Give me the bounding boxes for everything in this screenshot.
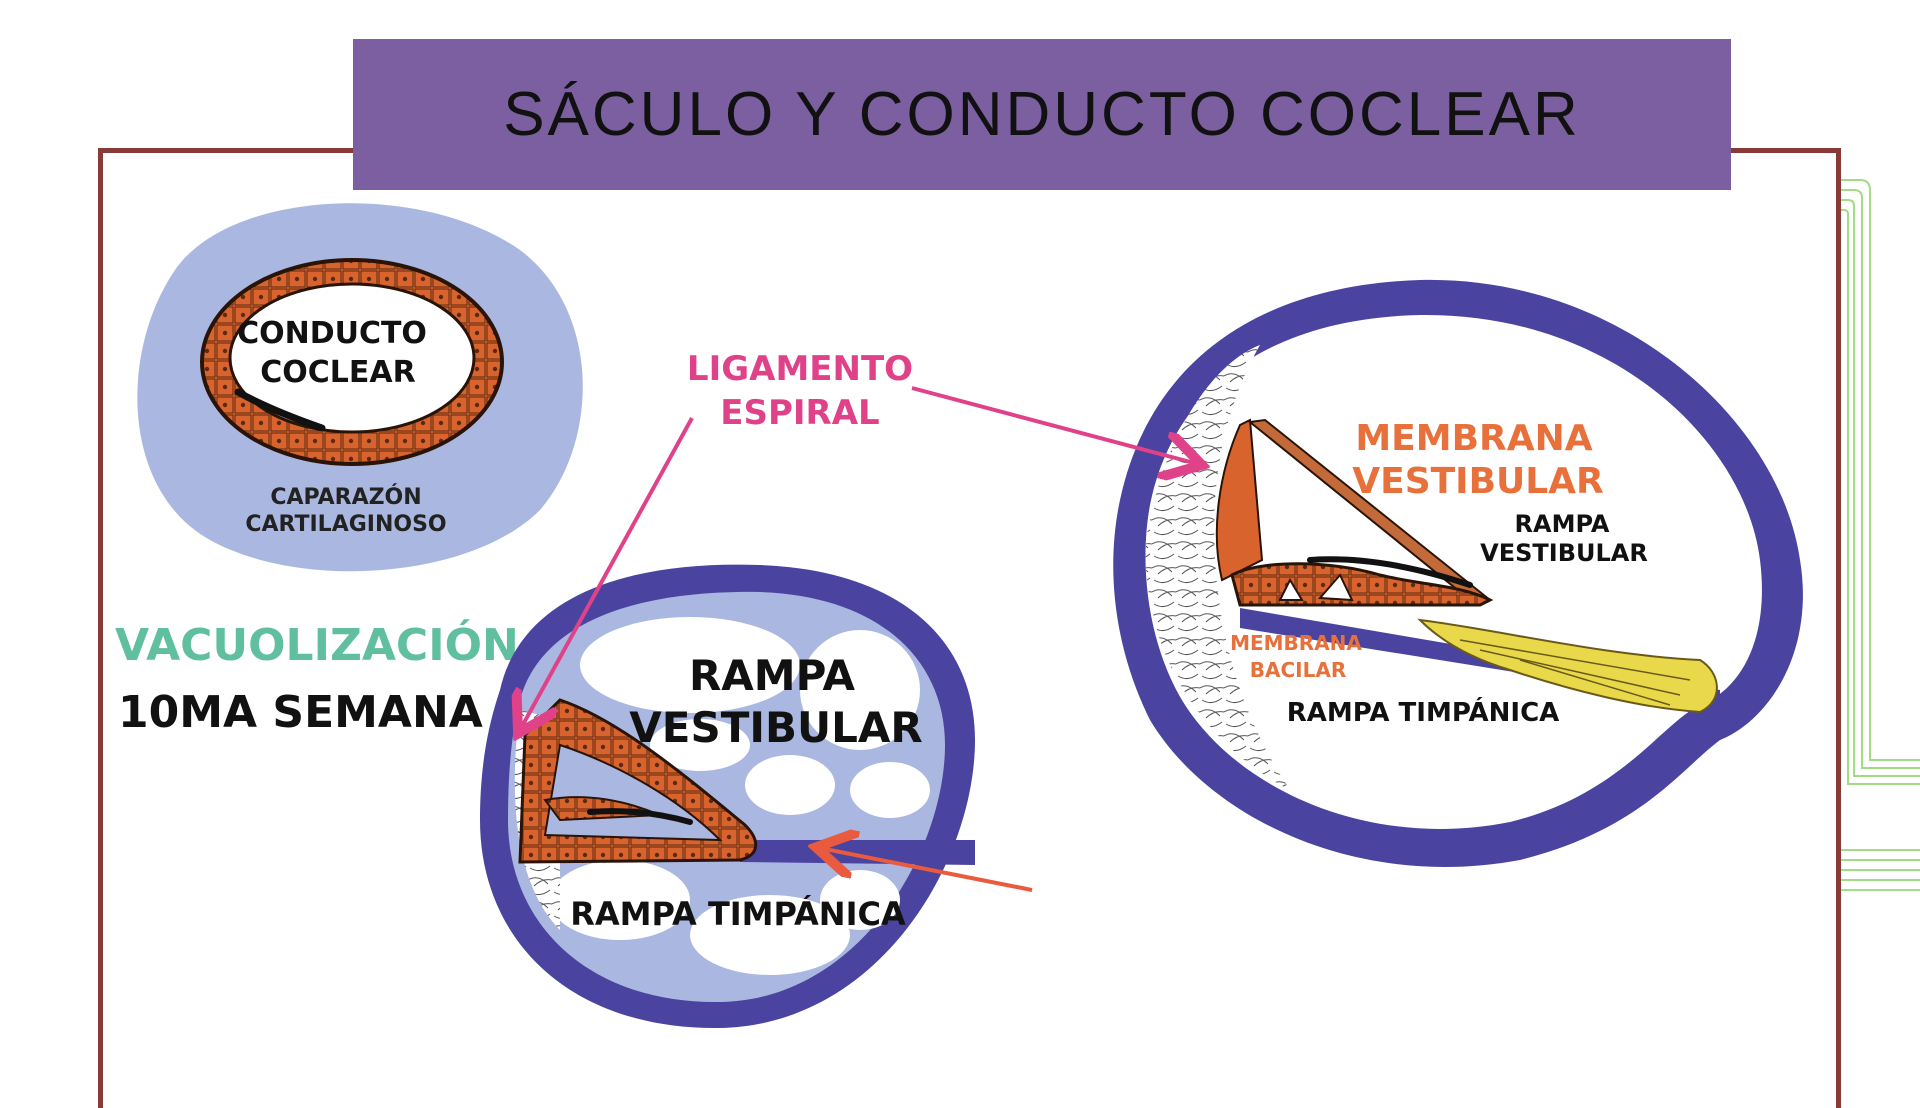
title-banner: SÁCULO Y CONDUCTO COCLEAR — [353, 39, 1731, 190]
label-espiral: ESPIRAL — [720, 393, 879, 433]
middle-stage-figure — [480, 564, 975, 1029]
middle-label-rampa-timpanica: RAMPA TIMPÁNICA — [570, 895, 906, 933]
slide-title: SÁCULO Y CONDUCTO COCLEAR — [503, 80, 1581, 149]
decorative-green-lines — [1840, 179, 1920, 891]
label-conducto: CONDUCTO — [237, 316, 427, 351]
label-cartilaginoso: CARTILAGINOSO — [245, 512, 446, 537]
middle-label-rampa: RAMPA — [689, 651, 856, 700]
label-vacuolizacion: VACUOLIZACIÓN — [115, 618, 519, 671]
duct-lumen — [228, 282, 476, 434]
label-caparazon: CAPARAZÓN — [270, 484, 421, 510]
mature-label-membrana-bacilar-2: BACILAR — [1250, 658, 1346, 682]
mature-label-vestibular-membrane: VESTIBULAR — [1352, 461, 1604, 502]
arrow-ligament-mature — [911, 386, 1198, 464]
label-ligamento: LIGAMENTO — [687, 349, 913, 389]
label-coclear: COCLEAR — [260, 355, 415, 390]
arrow-ligament-middle — [520, 417, 694, 730]
mature-label-rampa-vestibular: VESTIBULAR — [1480, 539, 1648, 567]
nerve-fibers — [1417, 618, 1718, 714]
arrow-basal-band — [820, 848, 1033, 892]
label-10ma-semana: 10MA SEMANA — [118, 687, 483, 738]
middle-label-vestibular: VESTIBULAR — [629, 703, 922, 752]
cochlear-duct-diagram: CONDUCTO COCLEAR CAPARAZÓN CARTILAGINOSO… — [115, 203, 1803, 1029]
early-stage-figure — [137, 203, 583, 572]
mature-label-rampa: RAMPA — [1515, 510, 1610, 538]
mature-stage-figure — [1113, 279, 1803, 868]
mature-label-membrana: MEMBRANA — [1355, 418, 1592, 459]
mature-label-membrana-bacilar-1: MEMBRANA — [1230, 631, 1362, 655]
mature-label-rampa-timpanica: RAMPA TIMPÁNICA — [1287, 696, 1560, 728]
